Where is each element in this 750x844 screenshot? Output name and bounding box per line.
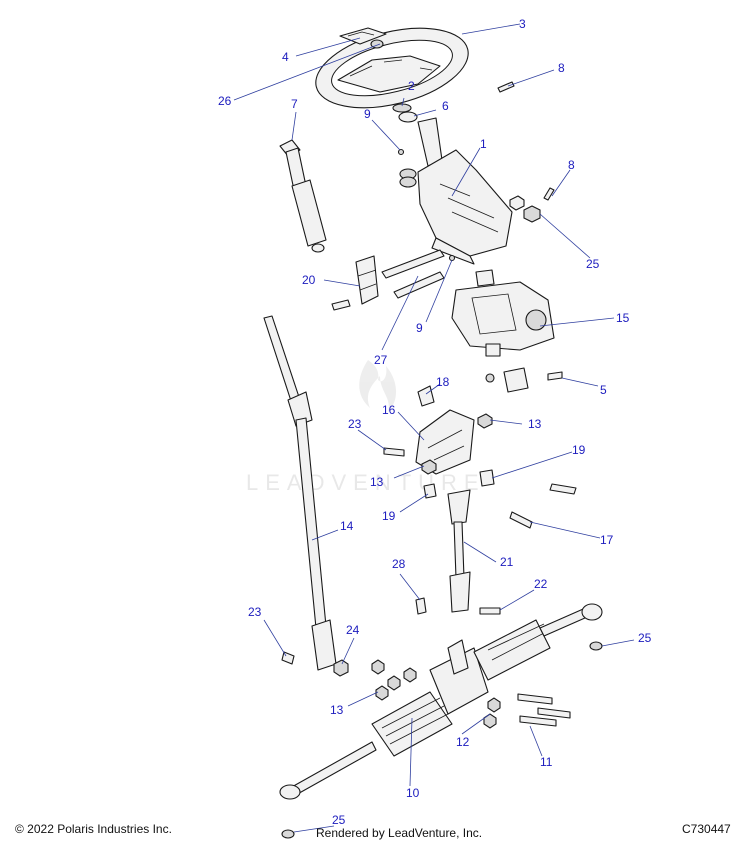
nut-6	[398, 111, 418, 123]
callout-10: 10	[406, 786, 420, 800]
callout-17: 17	[600, 533, 614, 547]
watermark-text: LEADVENTURE	[246, 470, 486, 495]
bolt-18	[417, 385, 435, 407]
callout-12: 12	[456, 735, 470, 749]
copyright-text: © 2022 Polaris Industries Inc.	[15, 822, 172, 836]
callout-23: 23	[248, 605, 262, 619]
callout-25: 25	[586, 257, 600, 271]
watermark-logo-icon	[359, 360, 397, 412]
callout-26: 26	[218, 94, 232, 108]
callout-15: 15	[616, 311, 630, 325]
callout-16: 16	[382, 403, 396, 417]
callout-24: 24	[346, 623, 360, 637]
callout-18: 18	[436, 375, 450, 389]
callout-13: 13	[370, 475, 384, 489]
bolt-19-right	[479, 469, 495, 487]
nuts-13-lower	[371, 659, 417, 701]
bolt-27	[381, 249, 445, 299]
callout-13: 13	[528, 417, 542, 431]
washer-2	[392, 103, 412, 113]
callout-labels: 1234567889910111213131314151617181919202…	[218, 17, 652, 827]
callout-4: 4	[282, 50, 289, 64]
bracket-5	[485, 367, 563, 393]
callout-3: 3	[519, 17, 526, 31]
tilt-shock	[279, 139, 327, 253]
callout-8: 8	[558, 61, 565, 75]
clip-28	[415, 597, 427, 615]
nut-25-bottom	[281, 829, 295, 839]
callout-22: 22	[534, 577, 548, 591]
screw-8-right	[543, 187, 555, 201]
callout-19: 19	[572, 443, 586, 457]
bolts-11	[517, 693, 571, 727]
callout-27: 27	[374, 353, 388, 367]
screw-9-top	[397, 148, 405, 156]
screw-9-mid	[448, 254, 456, 262]
callout-1: 1	[480, 137, 487, 151]
callout-25: 25	[638, 631, 652, 645]
callout-9: 9	[416, 321, 423, 335]
callout-14: 14	[340, 519, 354, 533]
diagram-id-text: C730447	[682, 822, 731, 836]
callout-23: 23	[348, 417, 362, 431]
leadventure-watermark: LEADVENTURE	[246, 360, 486, 495]
bolt-22	[479, 607, 501, 615]
steering-gearbox	[451, 269, 555, 357]
nut-13-mid	[421, 459, 437, 475]
callout-13: 13	[330, 703, 344, 717]
callout-25: 25	[332, 813, 346, 827]
nut-13-upper	[477, 413, 493, 429]
bolt-17-b	[509, 511, 533, 529]
bolt-19-left	[423, 483, 437, 499]
mount-bracket-16	[415, 409, 475, 475]
screw-8-top	[497, 81, 515, 93]
callout-8: 8	[568, 158, 575, 172]
u-joint-20	[331, 255, 379, 311]
callout-5: 5	[600, 383, 607, 397]
lower-shaft	[447, 489, 471, 613]
callout-28: 28	[392, 557, 406, 571]
steering-wheel	[315, 27, 469, 109]
bolt-17-a	[549, 483, 577, 495]
leader-lines	[233, 23, 635, 833]
nut-24	[333, 659, 349, 677]
callout-21: 21	[500, 555, 514, 569]
bolt-23-upper	[383, 447, 405, 457]
nut-25-right	[589, 641, 603, 651]
nut-25-upper	[509, 195, 541, 223]
callout-2: 2	[408, 79, 415, 93]
nuts-12	[483, 697, 501, 729]
callout-19: 19	[382, 509, 396, 523]
intermediate-shaft	[263, 315, 337, 671]
callout-6: 6	[442, 99, 449, 113]
callout-7: 7	[291, 97, 298, 111]
rendered-by-text: Rendered by LeadVenture, Inc.	[316, 826, 483, 840]
callout-20: 20	[302, 273, 316, 287]
steering-column	[399, 117, 513, 265]
callout-9: 9	[364, 107, 371, 121]
callout-11: 11	[540, 755, 553, 769]
bolt-23-lower	[281, 651, 295, 665]
